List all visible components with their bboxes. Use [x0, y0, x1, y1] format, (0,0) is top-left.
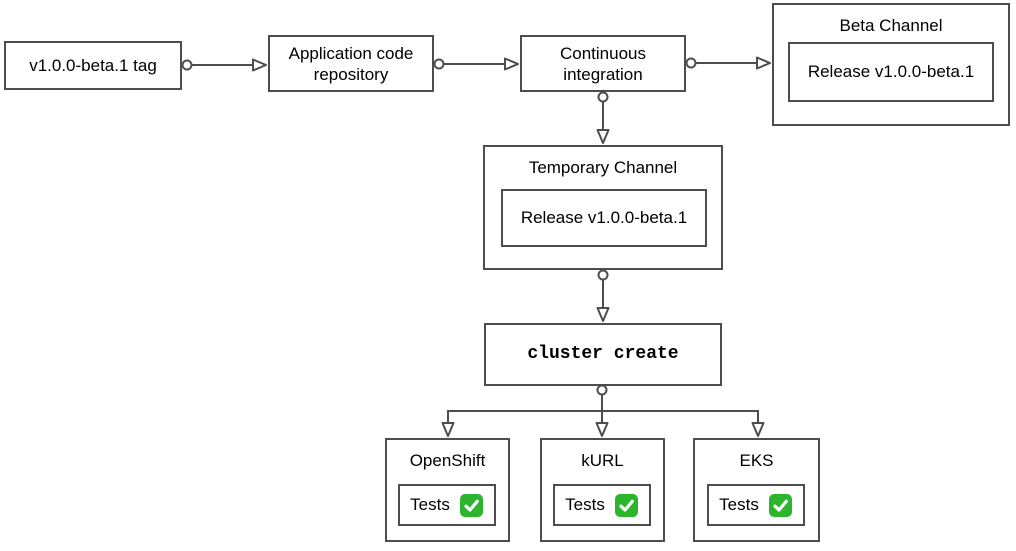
temporary-channel-release-label: Release v1.0.0-beta.1	[520, 208, 688, 227]
node-temporary-channel: Temporary Channel Release v1.0.0-beta.1	[483, 145, 723, 270]
cluster-kurl-tests-label: Tests	[565, 495, 605, 514]
arrow-tag-to-repo	[181, 58, 267, 72]
arrow-ci-to-temporary-channel	[596, 91, 610, 144]
node-cluster-create-command: cluster create	[484, 323, 722, 386]
arrow-cluster-create-to-clusters	[441, 384, 765, 437]
node-cluster-eks: EKS Tests	[693, 438, 820, 542]
arrow-temporary-channel-to-cluster-create	[596, 269, 610, 322]
beta-channel-release-label: Release v1.0.0-beta.1	[807, 62, 975, 81]
beta-channel-release-box: Release v1.0.0-beta.1	[788, 42, 994, 102]
cluster-eks-title: EKS	[739, 451, 774, 470]
node-continuous-integration-label: Continuous integration	[559, 43, 646, 84]
cluster-openshift-tests-label: Tests	[410, 495, 450, 514]
node-application-code-repository-label: Application code repository	[288, 43, 414, 84]
node-version-tag: v1.0.0-beta.1 tag	[4, 41, 182, 90]
cluster-eks-tests-box: Tests	[707, 484, 805, 526]
check-mark-icon	[768, 493, 792, 517]
temporary-channel-title: Temporary Channel	[528, 158, 678, 177]
cluster-eks-tests-label: Tests	[719, 495, 759, 514]
arrow-ci-to-beta-channel	[685, 56, 771, 70]
cluster-openshift-tests-box: Tests	[398, 484, 496, 526]
node-cluster-kurl: kURL Tests	[540, 438, 665, 542]
cluster-kurl-tests-box: Tests	[553, 484, 651, 526]
node-version-tag-label: v1.0.0-beta.1 tag	[29, 56, 157, 75]
cluster-kurl-title: kURL	[581, 451, 624, 470]
node-cluster-openshift: OpenShift Tests	[385, 438, 510, 542]
node-continuous-integration: Continuous integration	[520, 35, 686, 92]
temporary-channel-release-box: Release v1.0.0-beta.1	[501, 189, 707, 247]
node-application-code-repository: Application code repository	[268, 35, 434, 92]
cluster-openshift-title: OpenShift	[409, 451, 486, 470]
cluster-create-command-label: cluster create	[527, 344, 679, 364]
node-beta-channel: Beta Channel Release v1.0.0-beta.1	[772, 3, 1010, 126]
check-mark-icon	[614, 493, 638, 517]
arrow-repo-to-ci	[433, 57, 519, 71]
check-mark-icon	[459, 493, 483, 517]
beta-channel-title: Beta Channel	[839, 16, 943, 35]
